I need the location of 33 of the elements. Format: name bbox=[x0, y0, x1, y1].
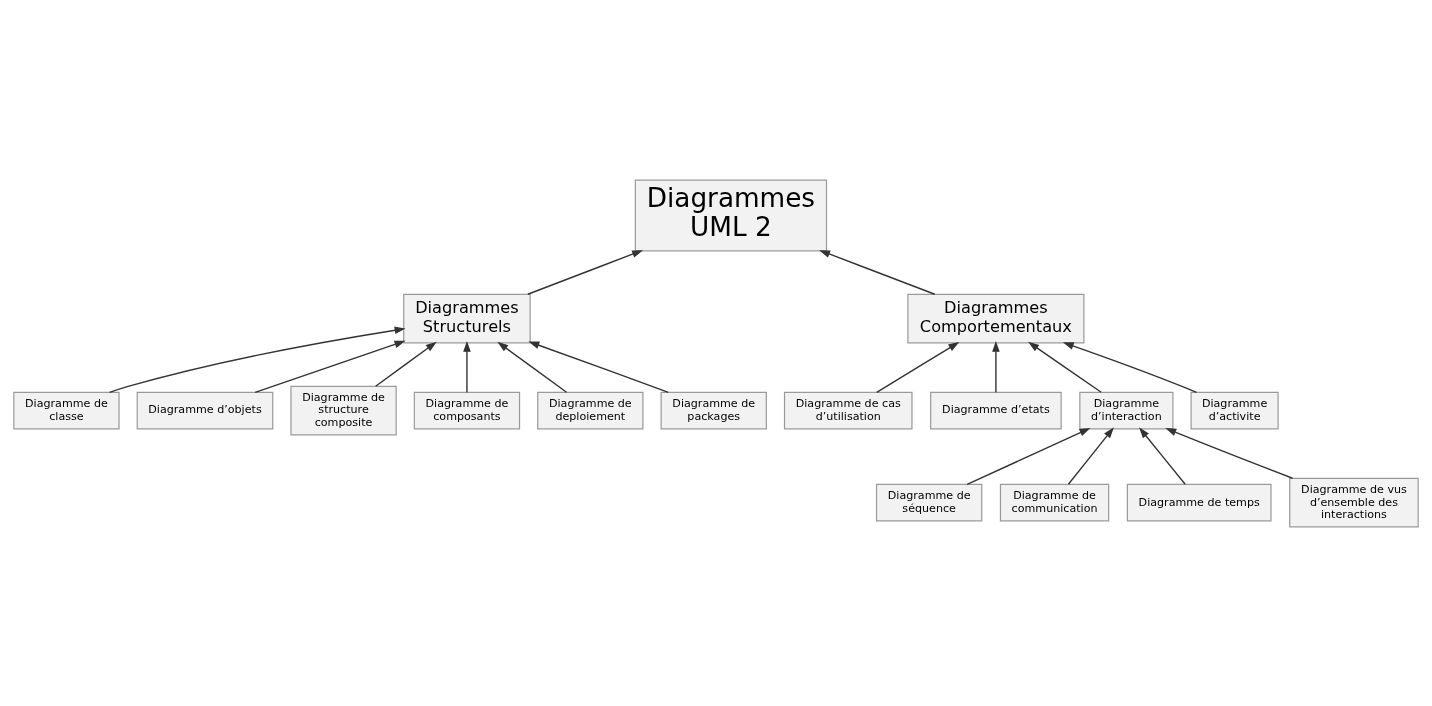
node-box: Diagramme de vus d’ensemble des interactions bbox=[1289, 477, 1419, 528]
arrow bbox=[497, 341, 568, 393]
arrow bbox=[966, 427, 1091, 485]
arrow bbox=[528, 341, 669, 393]
node-box: Diagrammes UML 2 bbox=[634, 178, 828, 251]
arrow bbox=[108, 326, 406, 393]
arrow bbox=[1028, 341, 1102, 393]
node-box: Diagramme de structure composite bbox=[290, 385, 397, 436]
arrow bbox=[527, 249, 644, 295]
node-box: Diagramme de cas d’utilisation bbox=[783, 391, 913, 429]
arrow bbox=[374, 341, 437, 387]
node-box: Diagramme d’activite bbox=[1190, 391, 1279, 429]
node-box: Diagramme de composants bbox=[413, 391, 521, 429]
arrow bbox=[992, 340, 1000, 393]
node-box: Diagramme d’objets bbox=[136, 391, 274, 429]
arrow bbox=[254, 340, 406, 393]
node-box: Diagrammes Comportementaux bbox=[907, 293, 1085, 343]
node-box: Diagramme de packages bbox=[660, 391, 767, 429]
arrow bbox=[463, 340, 471, 393]
node-box: Diagramme d’etats bbox=[930, 391, 1062, 429]
arrow bbox=[819, 249, 936, 295]
arrow bbox=[1067, 426, 1114, 485]
node-box: Diagramme de séquence bbox=[875, 483, 983, 521]
node-box: Diagrammes Structurels bbox=[403, 293, 531, 343]
arrow bbox=[1165, 427, 1294, 479]
node-box: Diagramme de classe bbox=[13, 391, 120, 429]
node-box: Diagramme de temps bbox=[1126, 483, 1272, 521]
arrow bbox=[1139, 426, 1186, 485]
arrow bbox=[1062, 341, 1198, 393]
node-box: Diagramme de communication bbox=[999, 483, 1110, 521]
node-box: Diagramme d’interaction bbox=[1079, 391, 1174, 429]
arrow bbox=[876, 341, 960, 393]
node-box: Diagramme de deploiement bbox=[537, 391, 644, 429]
